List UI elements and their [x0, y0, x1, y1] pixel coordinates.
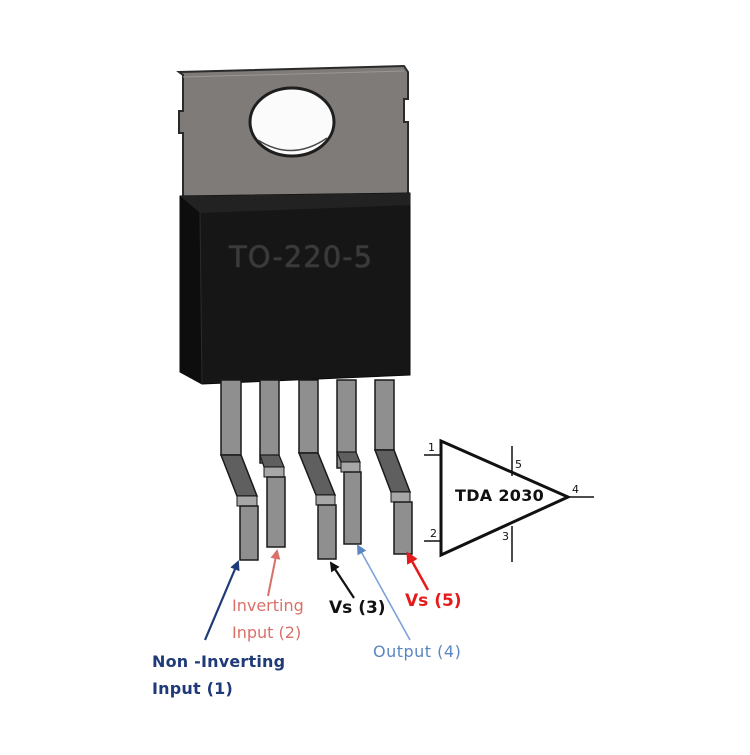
- label-pin-1: Non -Inverting Input (1): [152, 648, 285, 702]
- symbol-pin-number-1: 1: [428, 441, 435, 454]
- lead-pin-3: [297, 379, 337, 560]
- arrow-pin-3: [329, 561, 355, 599]
- arrow-pin-2: [267, 549, 281, 597]
- label-pin-4: Output (4): [373, 642, 462, 661]
- symbol-pin-number-2: 2: [430, 527, 437, 540]
- symbol-pin-number-5: 5: [515, 458, 522, 471]
- chip-label: TDA 2030: [455, 486, 545, 505]
- label-pin-3: Vs (3): [329, 598, 386, 618]
- label-pin-2-line-2: Input (2): [232, 623, 302, 642]
- arrow-pin-1: [203, 560, 240, 641]
- label-pin-1-line-1: Non -Inverting: [152, 652, 286, 671]
- heatsink-tab: [176, 64, 409, 200]
- arrow-pin-5: [406, 551, 430, 591]
- mounting-hole: [248, 86, 336, 158]
- symbol-pin-number-3: 3: [502, 530, 509, 543]
- label-pin-5: Vs (5): [405, 591, 462, 611]
- package-body: [179, 192, 411, 385]
- lead-pin-4: [336, 379, 362, 545]
- amplifier-symbol: [424, 438, 594, 562]
- lead-pin-2: [259, 379, 286, 548]
- lead-pin-5: [373, 379, 413, 555]
- label-pin-1-line-2: Input (1): [152, 679, 233, 698]
- label-pin-2: Inverting Input (2): [232, 592, 304, 646]
- symbol-pin-number-4: 4: [572, 483, 579, 496]
- lead-pin-1: [219, 379, 259, 561]
- package-marking: TO-220-5: [229, 240, 374, 274]
- label-pin-2-line-1: Inverting: [232, 596, 304, 615]
- arrow-pin-4: [357, 544, 411, 641]
